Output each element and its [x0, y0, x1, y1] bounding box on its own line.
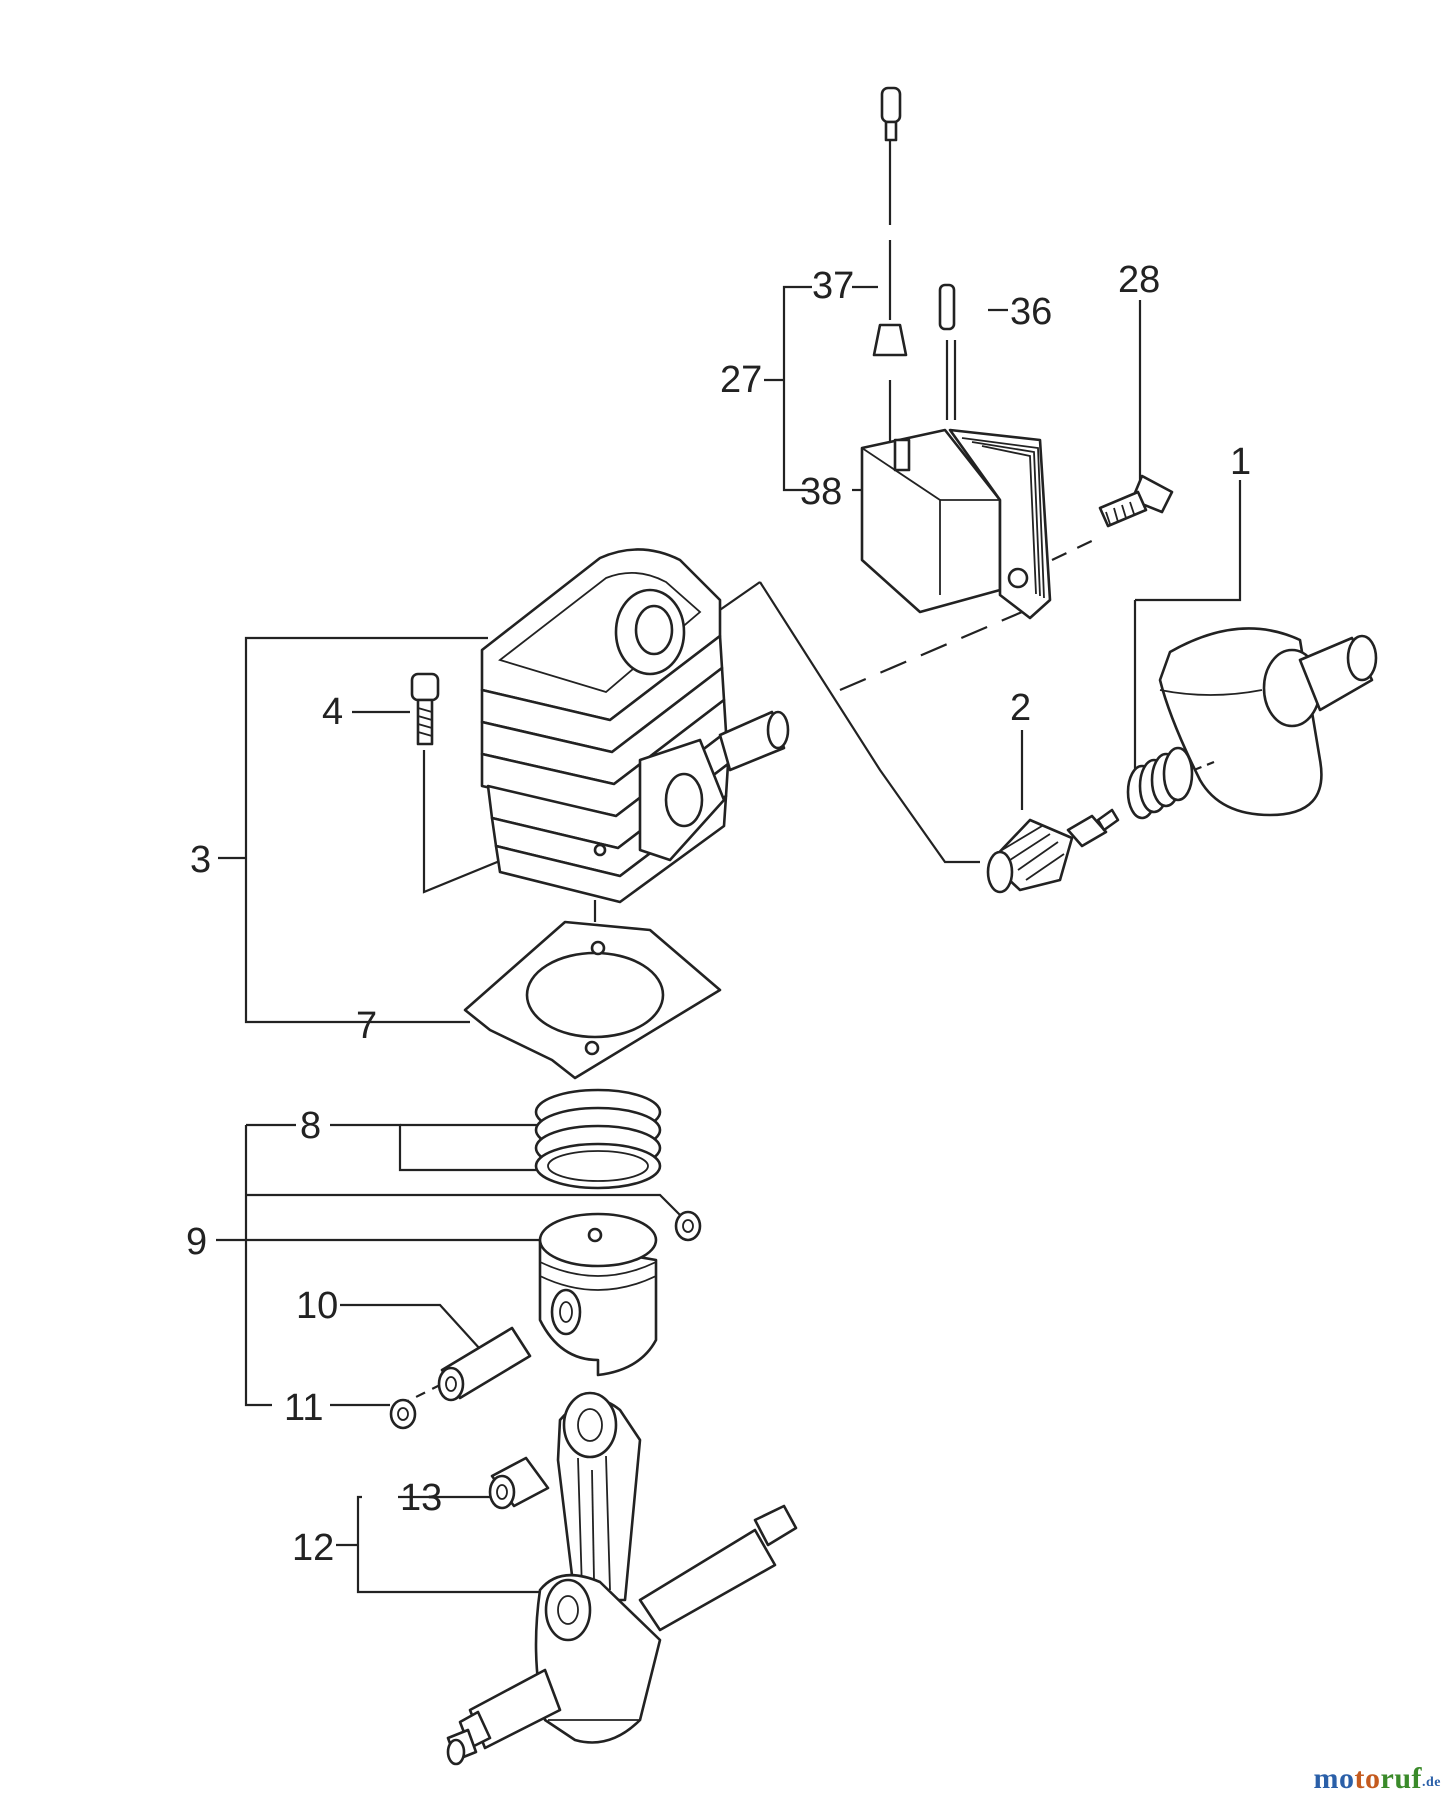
label-28: 28: [1118, 259, 1160, 301]
label-3: 3: [190, 839, 211, 881]
label-4: 4: [322, 691, 343, 733]
screw-part: [410, 672, 440, 746]
leader-lines: [216, 285, 1242, 1594]
label-37: 37: [812, 265, 854, 307]
spark-plug-part: [986, 808, 1120, 894]
piston-pin-part: [437, 1326, 532, 1402]
ignition-lead-part: [872, 86, 908, 470]
label-8: 8: [300, 1105, 321, 1147]
cylinder-part: [480, 548, 790, 904]
part-labels: 37 36 28 27 38 1 2 4 3 7 8 9 10 11 13 12: [186, 259, 1251, 1569]
label-2: 2: [1010, 687, 1031, 729]
label-13: 13: [400, 1477, 442, 1519]
label-9: 9: [186, 1221, 207, 1263]
needle-bearing-part: [488, 1456, 550, 1510]
ignition-module-part: [860, 428, 1052, 620]
circlip-part: [674, 1210, 702, 1242]
label-1: 1: [1230, 441, 1251, 483]
crankshaft-part: [446, 1391, 798, 1766]
watermark-text: motoruf: [1313, 1762, 1422, 1795]
label-27: 27: [720, 359, 762, 401]
watermark-domain: .de: [1422, 1775, 1441, 1790]
bolt-part: [1098, 474, 1174, 528]
label-12: 12: [292, 1527, 334, 1569]
motoruf-watermark: motoruf.de: [1314, 1762, 1442, 1796]
label-38: 38: [800, 471, 842, 513]
piston-rings-part: [534, 1088, 662, 1190]
label-11: 11: [284, 1387, 323, 1429]
gasket-part: [463, 920, 722, 1080]
pin-part: [938, 283, 957, 420]
plug-cap-part: [1126, 627, 1378, 820]
retaining-clip-part: [389, 1398, 417, 1430]
piston-part: [538, 1212, 658, 1377]
label-10: 10: [296, 1285, 338, 1327]
label-36: 36: [1010, 291, 1052, 333]
label-7: 7: [356, 1005, 377, 1047]
